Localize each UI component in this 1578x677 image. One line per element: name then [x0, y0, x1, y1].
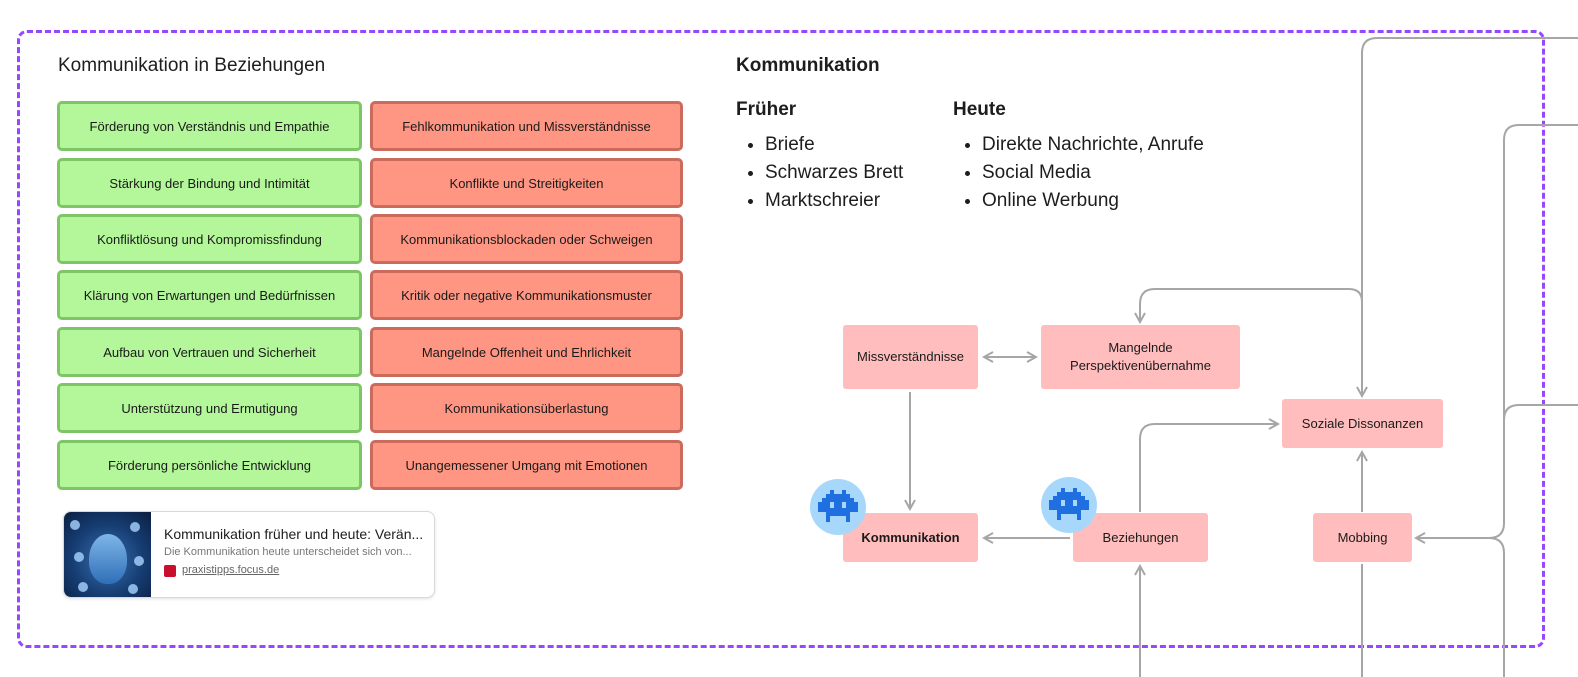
robot-icon [1049, 488, 1089, 520]
connector-branch-perspektive[interactable] [1140, 288, 1363, 322]
positive-card[interactable]: Klärung von Erwartungen und Bedürfnissen [57, 270, 362, 320]
robot-avatar[interactable] [810, 479, 866, 535]
node-soziale-dissonanzen[interactable]: Soziale Dissonanzen [1282, 399, 1443, 448]
connector-right-upper-mobbing[interactable] [1416, 124, 1578, 538]
robot-icon [818, 490, 858, 522]
node-missverstaendnisse[interactable]: Missverständnisse [843, 325, 978, 389]
connector-top-soziale[interactable] [1362, 37, 1578, 396]
positive-card[interactable]: Aufbau von Vertrauen und Sicherheit [57, 327, 362, 377]
section-frame[interactable] [17, 30, 1545, 648]
board-title: Kommunikation in Beziehungen [58, 55, 326, 76]
today-list: Direkte Nachrichte, Anrufe Social Media … [954, 131, 1204, 215]
past-list: Briefe Schwarzes Brett Marktschreier [737, 131, 903, 215]
comparison-title: Kommunikation [736, 55, 880, 76]
list-item: Direkte Nachrichte, Anrufe [982, 131, 1204, 159]
positive-card[interactable]: Förderung von Verständnis und Empathie [57, 101, 362, 151]
link-domain[interactable]: praxistipps.focus.de [182, 564, 280, 576]
negative-card[interactable]: Konflikte und Streitigkeiten [370, 158, 683, 208]
past-heading: Früher [736, 99, 797, 120]
connector-beziehungen-soziale[interactable] [1139, 424, 1278, 512]
link-preview-card[interactable]: Kommunikation früher und heute: Verän...… [63, 511, 435, 598]
negative-card[interactable]: Kritik oder negative Kommunikationsmuste… [370, 270, 683, 320]
today-heading: Heute [953, 99, 1006, 120]
positive-card[interactable]: Stärkung der Bindung und Intimität [57, 158, 362, 208]
node-perspektivenuebernahme[interactable]: Mangelnde Perspektivenübernahme [1041, 325, 1240, 389]
list-item: Online Werbung [982, 187, 1204, 215]
negative-card[interactable]: Fehlkommunikation und Missverständnisse [370, 101, 683, 151]
negative-card[interactable]: Mangelnde Offenheit und Ehrlichkeit [370, 327, 683, 377]
connector-right-mid[interactable] [1503, 404, 1578, 421]
node-mobbing[interactable]: Mobbing [1313, 513, 1412, 562]
link-title[interactable]: Kommunikation früher und heute: Verän... [164, 526, 424, 542]
connector-bottom-right[interactable] [1488, 537, 1505, 677]
positive-card[interactable]: Konfliktlösung und Kompromissfindung [57, 214, 362, 264]
node-label-line: Perspektivenübernahme [1070, 358, 1211, 373]
list-item: Social Media [982, 159, 1204, 187]
ai-portrait-image [64, 512, 151, 597]
link-description: Die Kommunikation heute unterscheidet si… [164, 546, 412, 558]
positive-card[interactable]: Unterstützung und Ermutigung [57, 383, 362, 433]
robot-avatar[interactable] [1041, 477, 1097, 533]
list-item: Briefe [765, 131, 903, 159]
positive-card[interactable]: Förderung persönliche Entwicklung [57, 440, 362, 490]
list-item: Marktschreier [765, 187, 903, 215]
negative-card[interactable]: Kommunikationsblockaden oder Schweigen [370, 214, 683, 264]
negative-card[interactable]: Kommunikationsüberlastung [370, 383, 683, 433]
node-label-line: Mangelnde [1108, 340, 1173, 355]
node-kommunikation[interactable]: Kommunikation [843, 513, 978, 562]
focus-favicon-icon [164, 565, 176, 577]
node-beziehungen[interactable]: Beziehungen [1073, 513, 1208, 562]
list-item: Schwarzes Brett [765, 159, 903, 187]
negative-card[interactable]: Unangemessener Umgang mit Emotionen [370, 440, 683, 490]
